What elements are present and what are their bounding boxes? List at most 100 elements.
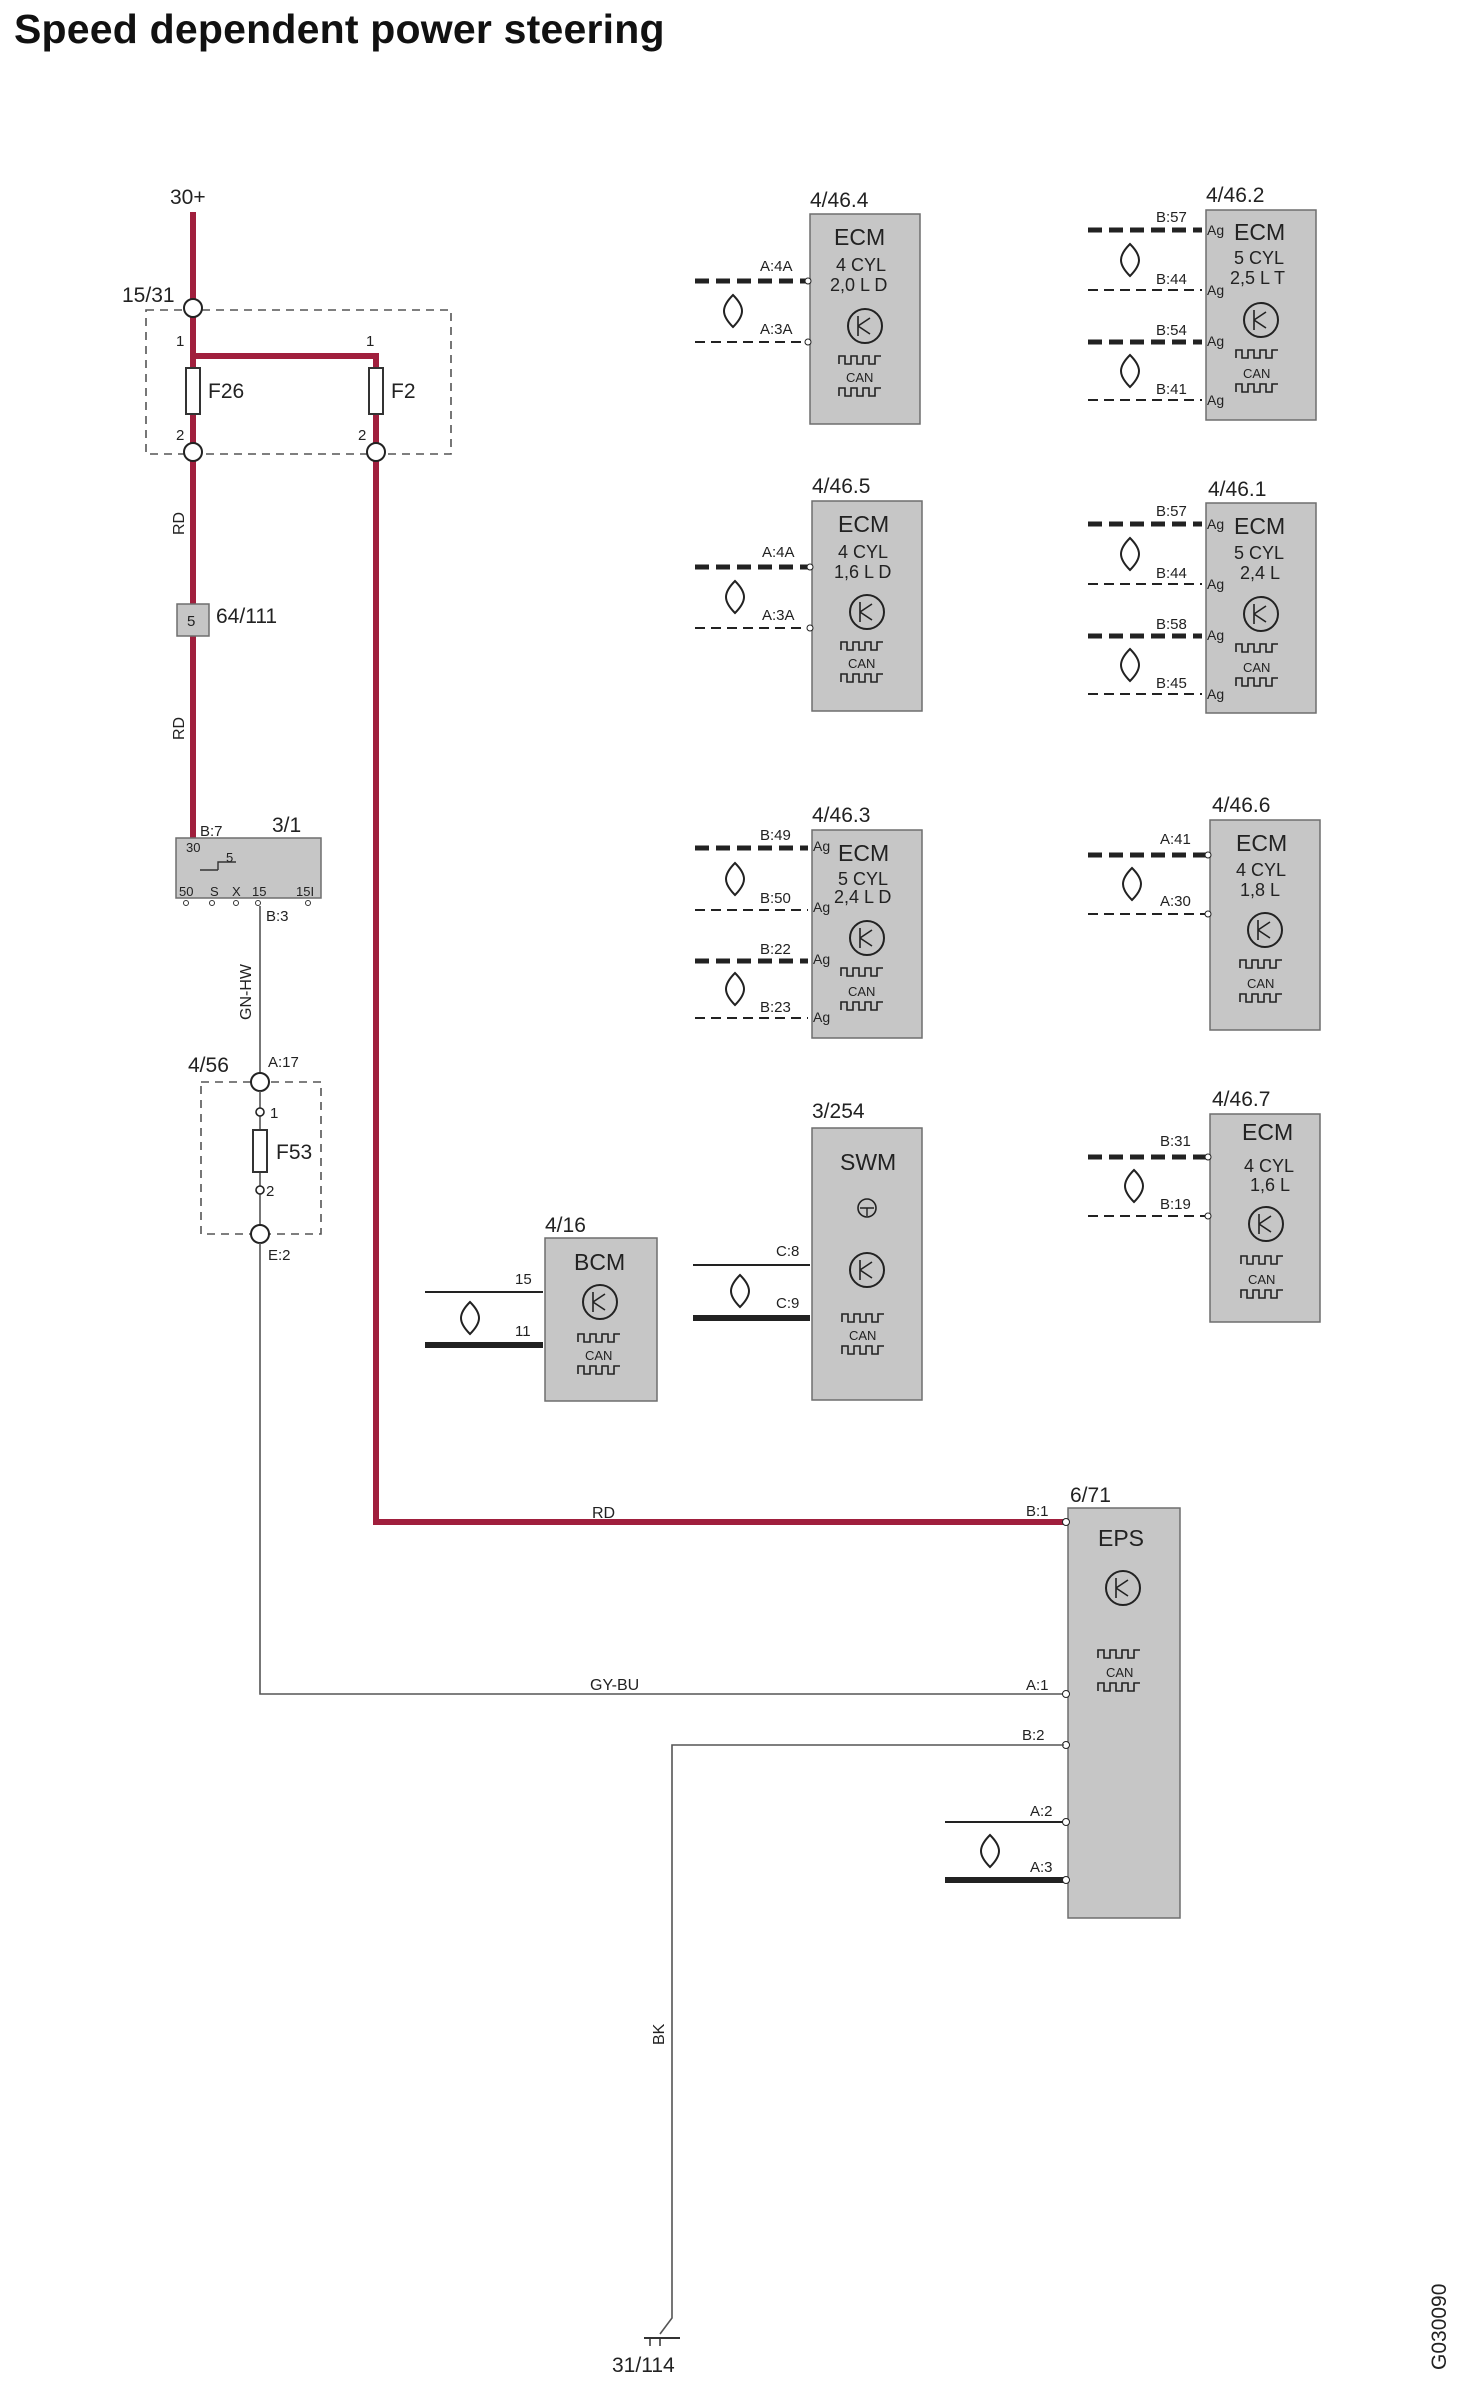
ecm-line1: 4 CYL — [1236, 860, 1286, 880]
transistor-icon — [847, 308, 883, 344]
ag-label: Ag — [1207, 333, 1224, 349]
ecm-pin-a: B:57 — [1156, 503, 1187, 520]
fuse-f2-pin-in: 1 — [366, 333, 374, 350]
ecm-title: ECM — [1242, 1119, 1293, 1145]
ecm-title: ECM — [838, 840, 889, 866]
ecm-ref: 4/46.2 — [1206, 184, 1264, 207]
ag-label: Ag — [1207, 576, 1224, 592]
ecm-box — [809, 213, 921, 425]
ignition-t15i: 15I — [296, 884, 314, 899]
ecm-title: ECM — [838, 511, 889, 537]
bcm-ref: 4/16 — [545, 1214, 586, 1237]
transistor-icon — [1247, 912, 1283, 948]
swm-module: 3/254 SWM CAN C:8 C:9 — [693, 1100, 923, 1401]
ecm-box — [1209, 1113, 1321, 1323]
can-label: CAN — [848, 656, 875, 671]
fuse-box-2-ref: 4/56 — [188, 1054, 229, 1077]
eps-box — [1067, 1507, 1181, 1919]
ignition-pin-in: B:7 — [200, 823, 223, 840]
ecm-pin-d: B:41 — [1156, 381, 1187, 398]
ignition-switch-ref: 3/1 — [272, 814, 301, 837]
ecm-line1: 4 CYL — [836, 255, 886, 275]
swm-pin-a: C:8 — [776, 1243, 799, 1260]
ecm-pin-a: A:41 — [1160, 831, 1191, 848]
ecm-pin-d: B:45 — [1156, 675, 1187, 692]
junction-node — [183, 298, 203, 318]
wire-label-rd-1: RD — [171, 512, 188, 535]
swm-ref: 3/254 — [812, 1100, 865, 1123]
steering-wheel-icon — [857, 1198, 877, 1218]
wire-label-gy-bu: GY-BU — [590, 1677, 639, 1694]
can-label: CAN — [846, 370, 873, 385]
ecm-pin-a: B:31 — [1160, 1133, 1191, 1150]
can-label: CAN — [849, 1328, 876, 1343]
ecm-4-46-5: 4/46.5 ECM 4 CYL 1,6 L D CAN A:4A A:3A — [695, 475, 923, 712]
ecm-pin-a: B:57 — [1156, 209, 1187, 226]
ecm-pin-c: B:54 — [1156, 322, 1187, 339]
ecm-line1: 5 CYL — [1234, 248, 1284, 268]
ecm-line2: 2,0 L D — [830, 275, 887, 295]
ecm-pin-a: A:4A — [762, 544, 795, 561]
ecm-pin-b: A:30 — [1160, 893, 1191, 910]
transistor-icon — [1243, 596, 1279, 632]
wire-label-rd-eps: RD — [592, 1505, 615, 1522]
fuse-f2-out-node — [366, 442, 386, 462]
can-label: CAN — [848, 984, 875, 999]
eps-pin-a1: A:1 — [1026, 1677, 1049, 1694]
ecm-pin-b: A:3A — [762, 607, 795, 624]
swm-title: SWM — [840, 1149, 896, 1175]
page-title: Speed dependent power steering — [14, 6, 665, 52]
ag-label: Ag — [813, 838, 830, 854]
ecm-4-46-7: 4/46.7 ECM 4 CYL 1,6 L CAN B:31 B:19 — [1088, 1088, 1321, 1323]
ignition-t50: 50 — [179, 884, 193, 899]
ecm-pin-b: B:44 — [1156, 271, 1187, 288]
connector-64-111 — [176, 603, 210, 637]
fuse-f2-pin-out: 2 — [358, 427, 366, 444]
eps-pin-b1: B:1 — [1026, 1503, 1049, 1520]
fuse-f53 — [252, 1129, 268, 1173]
ecm-ref: 4/46.7 — [1212, 1088, 1270, 1111]
eps-title: EPS — [1098, 1525, 1144, 1551]
fuse-box-2-pin-out: E:2 — [268, 1247, 291, 1264]
ag-label: Ag — [1207, 686, 1224, 702]
fuse-f26-pin-in: 1 — [176, 333, 184, 350]
can-label: CAN — [1248, 1272, 1275, 1287]
ecm-pin-a: A:4A — [760, 258, 793, 275]
ecm-line1: 4 CYL — [838, 542, 888, 562]
ecm-title: ECM — [834, 224, 885, 250]
fuse-f2 — [368, 367, 384, 415]
ecm-line1: 5 CYL — [1234, 543, 1284, 563]
can-label: CAN — [585, 1348, 612, 1363]
ecm-pin-d: B:23 — [760, 999, 791, 1016]
can-label: CAN — [1106, 1665, 1133, 1680]
transistor-icon — [1243, 302, 1279, 338]
ecm-4-46-2: 4/46.2 ECM 5 CYL 2,5 L T CAN B:57 B:44 B… — [1088, 184, 1317, 421]
ecm-box — [811, 500, 923, 712]
connector-pin: 5 — [187, 613, 195, 630]
transistor-icon — [582, 1284, 618, 1320]
fuse-f2-label: F2 — [391, 380, 416, 403]
ecm-pin-b: B:19 — [1160, 1196, 1191, 1213]
ag-label: Ag — [1207, 282, 1224, 298]
ecm-ref: 4/46.5 — [812, 475, 870, 498]
ecm-4-46-6: 4/46.6 ECM 4 CYL 1,8 L CAN A:41 A:30 — [1088, 794, 1321, 1031]
transistor-icon — [1105, 1570, 1141, 1606]
transistor-icon — [849, 920, 885, 956]
wire-label-gn-hw: GN-HW — [238, 963, 255, 1020]
eps-pin-b2: B:2 — [1022, 1727, 1045, 1744]
ecm-4-46-1: 4/46.1 ECM 5 CYL 2,4 L CAN B:57 B:44 B:5… — [1088, 478, 1317, 714]
ecm-line2: 2,4 L — [1240, 563, 1280, 583]
can-label: CAN — [1243, 660, 1270, 675]
ecm-title: ECM — [1236, 830, 1287, 856]
ignition-tX: X — [232, 884, 241, 899]
transistor-icon — [849, 594, 885, 630]
fuse-f26-pin-out: 2 — [176, 427, 184, 444]
battery-label: 30+ — [170, 186, 206, 209]
fuse-f53-pin-out: 2 — [266, 1183, 274, 1200]
ignition-t15: 15 — [252, 884, 266, 899]
bcm-pin-a: 15 — [515, 1271, 532, 1288]
ecm-ref: 4/46.4 — [810, 189, 869, 212]
swm-box — [811, 1127, 923, 1401]
ag-label: Ag — [1207, 222, 1224, 238]
fuse-box-15-31 — [145, 309, 452, 455]
